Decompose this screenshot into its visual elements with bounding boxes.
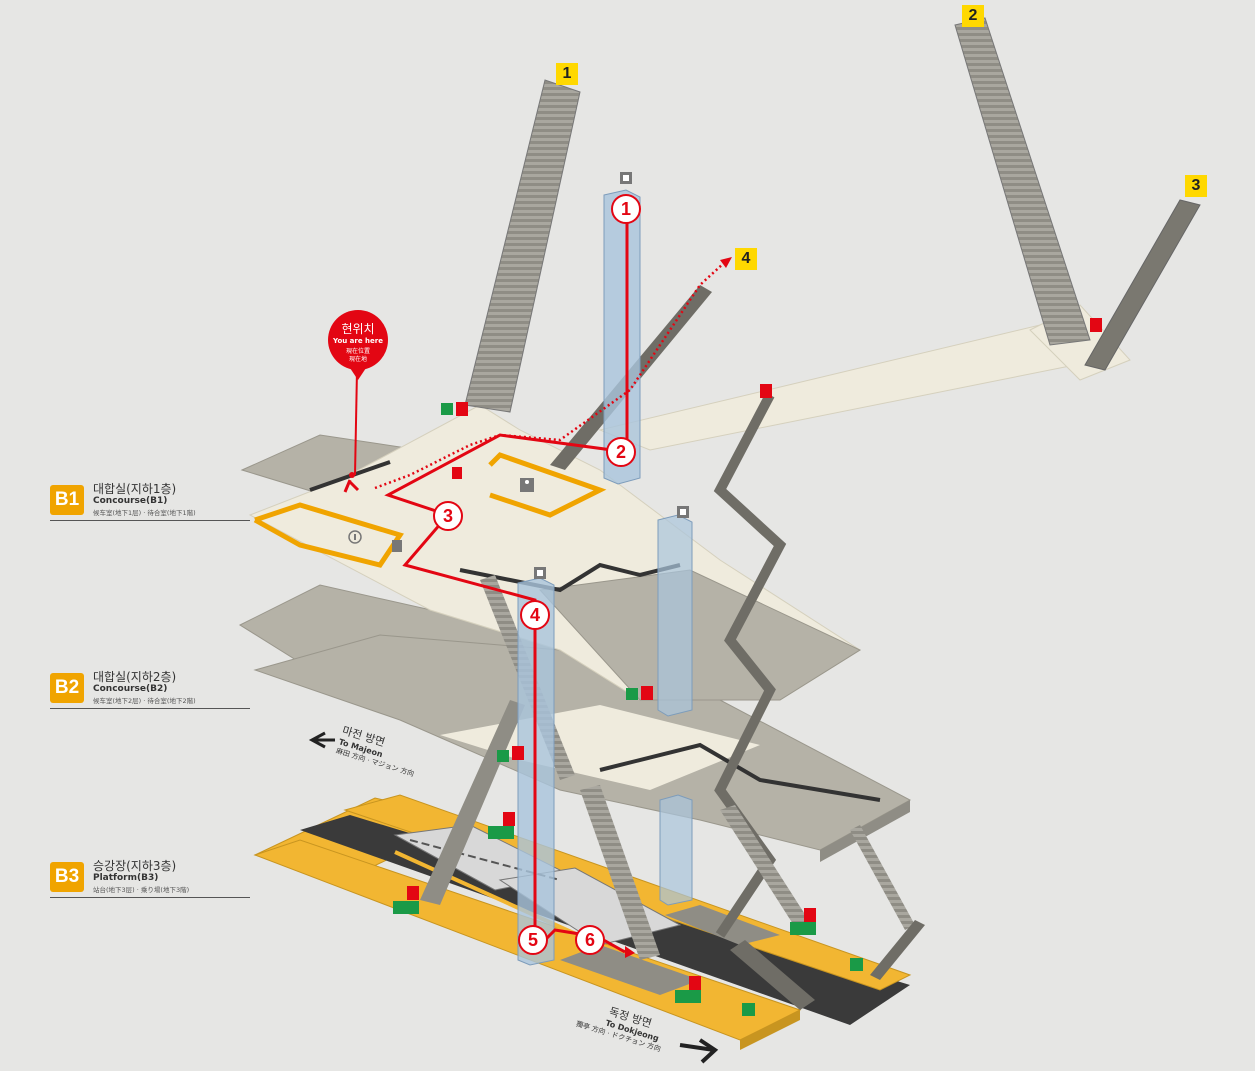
fire-extinguisher-icon	[456, 402, 468, 416]
concourse-b1	[240, 304, 1131, 701]
elevator-icon	[620, 172, 632, 184]
floor-title-en: Platform(B3)	[93, 873, 159, 883]
fire-extinguisher-icon	[804, 908, 816, 922]
emergency-phone-icon	[488, 826, 514, 839]
route-step-5: 5	[518, 925, 548, 955]
exit-badge-4: 4	[735, 248, 757, 270]
route-step-3: 3	[433, 501, 463, 531]
emergency-phone-icon	[441, 403, 453, 415]
you-are-here-en: You are here	[333, 337, 383, 345]
b2-side	[820, 800, 910, 862]
exit-3-escalator	[1084, 199, 1201, 371]
elevator-icon	[534, 567, 546, 579]
platform-gate-area	[560, 945, 700, 995]
arrow-left-icon	[308, 731, 335, 749]
route-arrowhead	[625, 946, 635, 958]
floor-title: 대합실(지하1층)	[93, 482, 177, 496]
b1-corridor-east	[598, 324, 1102, 451]
emergency-phone-icon	[393, 901, 419, 914]
route-step-6: 6	[575, 925, 605, 955]
floor-rule	[50, 897, 250, 898]
exit-badge-3: 3	[1185, 175, 1207, 197]
you-are-here-jp: 現在地	[348, 356, 367, 363]
restroom-wall	[488, 452, 607, 518]
floor-rule	[50, 520, 250, 521]
route-step-1: 1	[611, 194, 641, 224]
walking-person-icon	[392, 540, 402, 552]
you-are-here-ko: 현위치	[341, 322, 375, 336]
info-icon	[348, 530, 362, 544]
fire-extinguisher-icon	[760, 384, 772, 398]
exit-badge-2: 2	[962, 5, 984, 27]
emergency-phone-icon	[790, 922, 816, 935]
emergency-exit-icon	[742, 1003, 755, 1016]
exit-badge-1: 1	[556, 63, 578, 85]
floor-badge: B1	[50, 485, 84, 515]
elevator-shaft-b1	[603, 189, 641, 485]
you-are-here-pin	[328, 310, 388, 493]
exit-1-escalator	[464, 79, 581, 413]
platform-side	[740, 1010, 800, 1050]
floor-title-cn: 站台(地下3层) · 乘り場(地下3階)	[93, 886, 190, 894]
you-are-here-cn: 現在位置	[345, 348, 370, 355]
person-marker-icon	[343, 472, 360, 493]
exit-4-arrowhead	[720, 257, 732, 268]
floor-badge: B2	[50, 673, 84, 703]
floor-title-cn: 候车室(地下2层) · 待合室(地下2階)	[93, 697, 196, 705]
fire-extinguisher-icon	[452, 467, 462, 479]
floor-badge: B3	[50, 862, 84, 892]
floor-title-cn: 候车室(地下1层) · 待合室(地下1階)	[93, 509, 196, 517]
floor-title: 대합실(지하2층)	[93, 670, 177, 684]
emergency-phone-icon	[675, 990, 701, 1003]
floor-rule	[50, 708, 250, 709]
emergency-phone-icon	[626, 688, 638, 700]
fire-extinguisher-icon	[503, 812, 515, 826]
emergency-phone-icon	[497, 750, 509, 762]
fire-extinguisher-icon	[407, 886, 419, 900]
fire-extinguisher-icon	[1090, 318, 1102, 332]
exit-4-route	[374, 261, 726, 490]
floor-title: 승강장(지하3층)	[93, 859, 177, 873]
route-step-2: 2	[606, 437, 636, 467]
fire-extinguisher-icon	[689, 976, 701, 990]
elevator-shaft-east	[657, 514, 693, 906]
exit-2-escalator	[954, 17, 1091, 346]
elevator-icon	[677, 506, 689, 518]
floor-title-en: Concourse(B2)	[93, 684, 168, 694]
office-wall	[253, 502, 404, 568]
floor-title-en: Concourse(B1)	[93, 496, 168, 506]
fire-extinguisher-icon	[641, 686, 653, 700]
arrow-right-icon	[679, 1038, 719, 1064]
route-step-4: 4	[520, 600, 550, 630]
emergency-exit-icon	[850, 958, 863, 971]
restroom-icon	[520, 478, 534, 492]
fire-extinguisher-icon	[512, 746, 524, 760]
accessible-route	[384, 210, 629, 954]
